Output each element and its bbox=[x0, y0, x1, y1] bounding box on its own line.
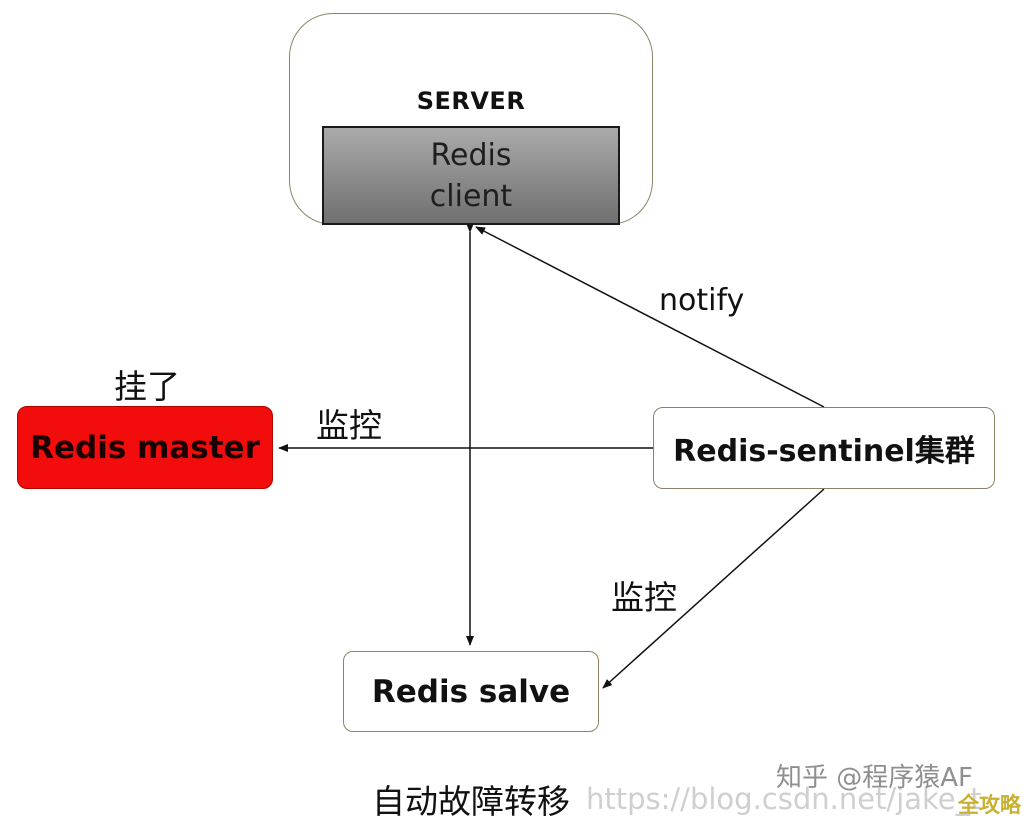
redis-master-node: Redis master bbox=[17, 406, 273, 489]
client-label-line1: Redis bbox=[430, 137, 512, 173]
watermark-zhihu: 知乎 @程序猿AF bbox=[776, 763, 974, 793]
watermark-url: https://blog.csdn.net/jake_t bbox=[586, 782, 982, 816]
sentinel-slave-arrow bbox=[602, 488, 825, 689]
sentinel-notify-arrow bbox=[475, 226, 825, 408]
notify-edge-label: notify bbox=[659, 283, 745, 318]
redis-client-node: Redis client bbox=[322, 126, 620, 225]
redis-sentinel-node: Redis-sentinel集群 bbox=[653, 407, 995, 489]
master-label: Redis master bbox=[30, 429, 260, 466]
watermark-corner: 全攻略 bbox=[958, 793, 1021, 817]
slave-label: Redis salve bbox=[371, 673, 571, 710]
sentinel-label: Redis-sentinel集群 bbox=[673, 434, 975, 469]
monitor-master-edge-label: 监控 bbox=[316, 406, 382, 445]
client-label-line2: client bbox=[429, 178, 513, 214]
master-status-label: 挂了 bbox=[114, 367, 180, 406]
diagram-caption: 自动故障转移 bbox=[372, 782, 570, 821]
monitor-slave-edge-label: 监控 bbox=[611, 578, 677, 617]
server-title: SERVER bbox=[416, 87, 526, 115]
redis-slave-node: Redis salve bbox=[343, 651, 599, 732]
